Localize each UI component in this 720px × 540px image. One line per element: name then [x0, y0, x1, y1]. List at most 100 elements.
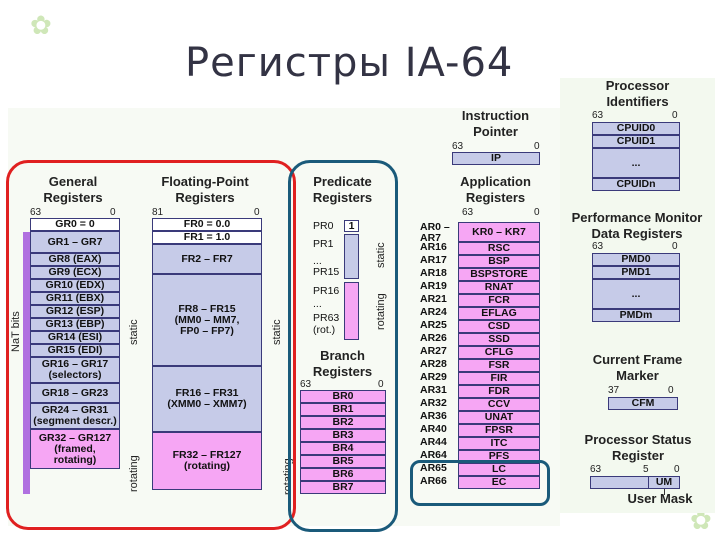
ar-label: AR18 [420, 267, 447, 279]
cpuid-bit-hi: 63 [592, 110, 604, 121]
cfm-bit-lo: 0 [668, 385, 674, 396]
cpuid-cell: ... [592, 148, 680, 178]
ar-cell: CCV [458, 398, 540, 411]
pr-label: PR0 [313, 220, 334, 232]
decorative-flourish: ✿ [30, 10, 52, 40]
ar-cell: BSP [458, 255, 540, 268]
ar-label: AR32 [420, 397, 447, 409]
fr-cell: FR32 – FR127 (rotating) [152, 432, 262, 490]
pr0-bit: 1 [344, 220, 359, 232]
branch-bit-hi: 63 [300, 379, 312, 390]
general-bit-lo: 0 [110, 207, 116, 218]
ar-cell: RSC [458, 242, 540, 255]
ar-cell: FCR [458, 294, 540, 307]
fr-cell: FR0 = 0.0 [152, 218, 262, 231]
ar-cell: UNAT [458, 411, 540, 424]
red-highlight-frame [6, 160, 296, 530]
cfm-bit-hi: 37 [608, 385, 620, 396]
fr-cell: FR16 – FR31 (XMM0 – XMM7) [152, 366, 262, 432]
psr-um-cell: UM [648, 476, 680, 489]
cfm-cell: CFM [608, 397, 678, 410]
br-cell: BR6 [300, 468, 386, 481]
ar-cell: BSPSTORE [458, 268, 540, 281]
ar-cell: RNAT [458, 281, 540, 294]
gr-cell: GR16 – GR17 (selectors) [30, 357, 120, 383]
br-cell: BR0 [300, 390, 386, 403]
pmd-bit-lo: 0 [672, 241, 678, 252]
ar-label: AR24 [420, 306, 447, 318]
pr-label: ... [313, 255, 322, 267]
br-cell: BR3 [300, 429, 386, 442]
psr-bit-mid: 5 [643, 464, 649, 475]
ar-label: AR16 [420, 241, 447, 253]
page-title: Регистры IA-64 [185, 40, 514, 86]
br-cell: BR4 [300, 442, 386, 455]
ar-cell: FDR [458, 385, 540, 398]
pmd-cell: ... [592, 279, 680, 309]
ar-label: AR29 [420, 371, 447, 383]
pmd-cell: PMD1 [592, 266, 680, 279]
ar-label: AR25 [420, 319, 447, 331]
ar-cell: SSD [458, 333, 540, 346]
ar-label: AR17 [420, 254, 447, 266]
pr-label: PR1 [313, 238, 334, 250]
app-blue-highlight-frame [410, 460, 550, 506]
psr-bit-lo: 0 [674, 464, 680, 475]
general-bit-hi: 63 [30, 207, 42, 218]
app-bit-lo: 0 [534, 207, 540, 218]
psr-bit-hi: 63 [590, 464, 602, 475]
nat-bits-column [23, 232, 30, 494]
branch-bit-lo: 0 [378, 379, 384, 390]
pr-label: PR16 [313, 285, 340, 297]
gr-cell: GR1 – GR7 [30, 231, 120, 253]
user-mask-pointer [664, 489, 665, 495]
ar-cell: LC [458, 463, 540, 476]
gr-cell: GR9 (ECX) [30, 266, 120, 279]
pr-static-bits [344, 234, 359, 279]
ar-label: AR21 [420, 293, 447, 305]
gr-cell: GR32 – GR127 (framed, rotating) [30, 429, 120, 469]
fr-cell: FR2 – FR7 [152, 244, 262, 274]
pmd-bit-hi: 63 [592, 241, 604, 252]
pr-label: ... [313, 298, 322, 310]
ar-cell: FPSR [458, 424, 540, 437]
ar-cell: FSR [458, 359, 540, 372]
ar-cell: EFLAG [458, 307, 540, 320]
pmd-cell: PMDm [592, 309, 680, 322]
pr-rotating-bits [344, 282, 359, 340]
gr-cell: GR0 = 0 [30, 218, 120, 231]
br-cell: BR1 [300, 403, 386, 416]
fr-cell: FR8 – FR15 (MM0 – MM7, FP0 – FP7) [152, 274, 262, 366]
ar-label: AR36 [420, 410, 447, 422]
pr-label: PR63 (rot.) [313, 312, 340, 336]
br-cell: BR7 [300, 481, 386, 494]
ar-label: AR31 [420, 384, 447, 396]
ar-label: AR44 [420, 436, 447, 448]
ar-label: AR40 [420, 423, 447, 435]
ip-bit-hi: 63 [452, 141, 464, 152]
blue-highlight-frame [288, 160, 398, 532]
ar-cell: EC [458, 476, 540, 489]
gr-cell: GR11 (EBX) [30, 292, 120, 305]
ar-label: AR26 [420, 332, 447, 344]
fr-cell: FR1 = 1.0 [152, 231, 262, 244]
br-cell: BR2 [300, 416, 386, 429]
br-cell: BR5 [300, 455, 386, 468]
gr-cell: GR24 – GR31 (segment descr.) [30, 403, 120, 429]
ar-label: AR0 – AR7 [420, 221, 450, 244]
user-mask-label: User Mask [627, 491, 693, 506]
cpuid-bit-lo: 0 [672, 110, 678, 121]
gr-cell: GR14 (ESI) [30, 331, 120, 344]
pr-label: PR15 [313, 266, 340, 278]
app-bit-hi: 63 [462, 207, 474, 218]
ar-cell: FIR [458, 372, 540, 385]
ar-label: AR66 [420, 475, 447, 487]
